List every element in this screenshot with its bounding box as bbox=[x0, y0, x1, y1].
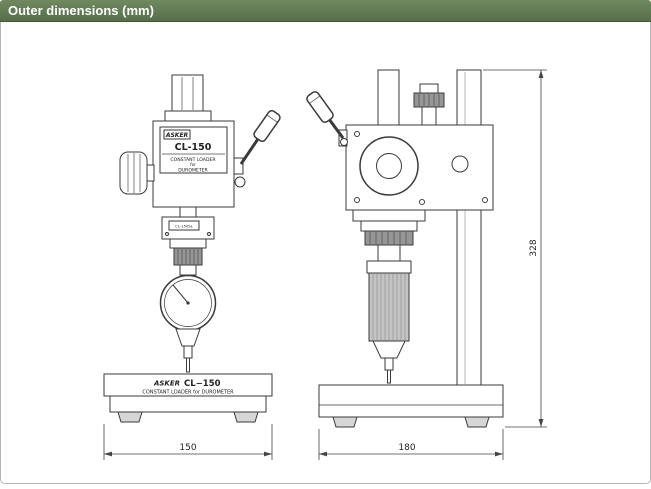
sub-plate: CL-150SL bbox=[161, 216, 215, 240]
dim-180-label: 180 bbox=[398, 443, 415, 453]
drawing-panel: ASKER CL-150 CONSTANT LOADER for DUROMET… bbox=[0, 22, 651, 484]
page-title: Outer dimensions (mm) bbox=[8, 3, 154, 18]
front-base: ASKER CL−150 CONSTANT LOADER for DUROMET… bbox=[103, 373, 273, 423]
base-brand-label: ASKER bbox=[153, 380, 180, 388]
side-base bbox=[318, 384, 504, 428]
front-foot-left bbox=[117, 411, 143, 423]
dim-328: 328 bbox=[483, 69, 547, 428]
screw bbox=[419, 199, 425, 205]
dim-150-label: 150 bbox=[179, 443, 196, 453]
front-top-collar bbox=[164, 110, 212, 122]
base-caption-label: CONSTANT LOADER for DUROMETER bbox=[142, 390, 234, 396]
side-post bbox=[377, 69, 400, 128]
knurled-ring bbox=[173, 247, 203, 266]
dim-150: 150 bbox=[103, 424, 273, 460]
side-column bbox=[456, 69, 482, 389]
side-stem bbox=[377, 244, 401, 262]
top-knob bbox=[413, 83, 445, 127]
front-nameplate: ASKER CL-150 CONSTANT LOADER for DUROMET… bbox=[159, 126, 228, 174]
base-model-label: CL−150 bbox=[184, 379, 221, 389]
front-step bbox=[169, 238, 207, 249]
front-view: ASKER CL-150 CONSTANT LOADER for DUROMET… bbox=[103, 74, 281, 460]
dim-328-label: 328 bbox=[529, 239, 539, 256]
dimension-drawing: ASKER CL-150 CONSTANT LOADER for DUROMET… bbox=[103, 69, 547, 460]
screw bbox=[354, 131, 360, 137]
front-foot-right bbox=[233, 411, 259, 423]
side-grip bbox=[366, 260, 412, 384]
plate-line1: CONSTANT LOADER bbox=[170, 157, 216, 163]
front-neck bbox=[179, 206, 197, 218]
side-knurled-collar bbox=[364, 230, 414, 246]
side-body bbox=[345, 124, 494, 211]
dial-gauge bbox=[159, 274, 217, 332]
crank-handle bbox=[233, 109, 281, 188]
side-flange bbox=[352, 209, 426, 222]
sub-plate-label: CL-150SL bbox=[175, 224, 194, 229]
indenter-foot bbox=[175, 328, 201, 373]
plate-line3: DUROMETER bbox=[178, 168, 208, 174]
dial-stem bbox=[179, 264, 197, 276]
side-foot-right bbox=[464, 416, 490, 428]
side-foot-left bbox=[332, 416, 358, 428]
gauge-needle bbox=[172, 284, 189, 304]
header-bar: Outer dimensions (mm) bbox=[0, 0, 651, 22]
side-port-hole bbox=[451, 155, 469, 173]
screw bbox=[354, 197, 360, 203]
side-view: 180 328 bbox=[306, 69, 547, 460]
crank-pivot-knob bbox=[234, 176, 246, 188]
plate-line2: for bbox=[190, 162, 196, 167]
side-step bbox=[360, 220, 418, 232]
screw bbox=[482, 197, 488, 203]
plate-model-label: CL-150 bbox=[175, 142, 212, 153]
side-crank-handle bbox=[306, 91, 348, 147]
front-top-post bbox=[171, 74, 204, 113]
dim-180: 180 bbox=[318, 429, 504, 460]
plate-brand-label: ASKER bbox=[165, 132, 189, 139]
hand-wheel bbox=[119, 151, 155, 195]
